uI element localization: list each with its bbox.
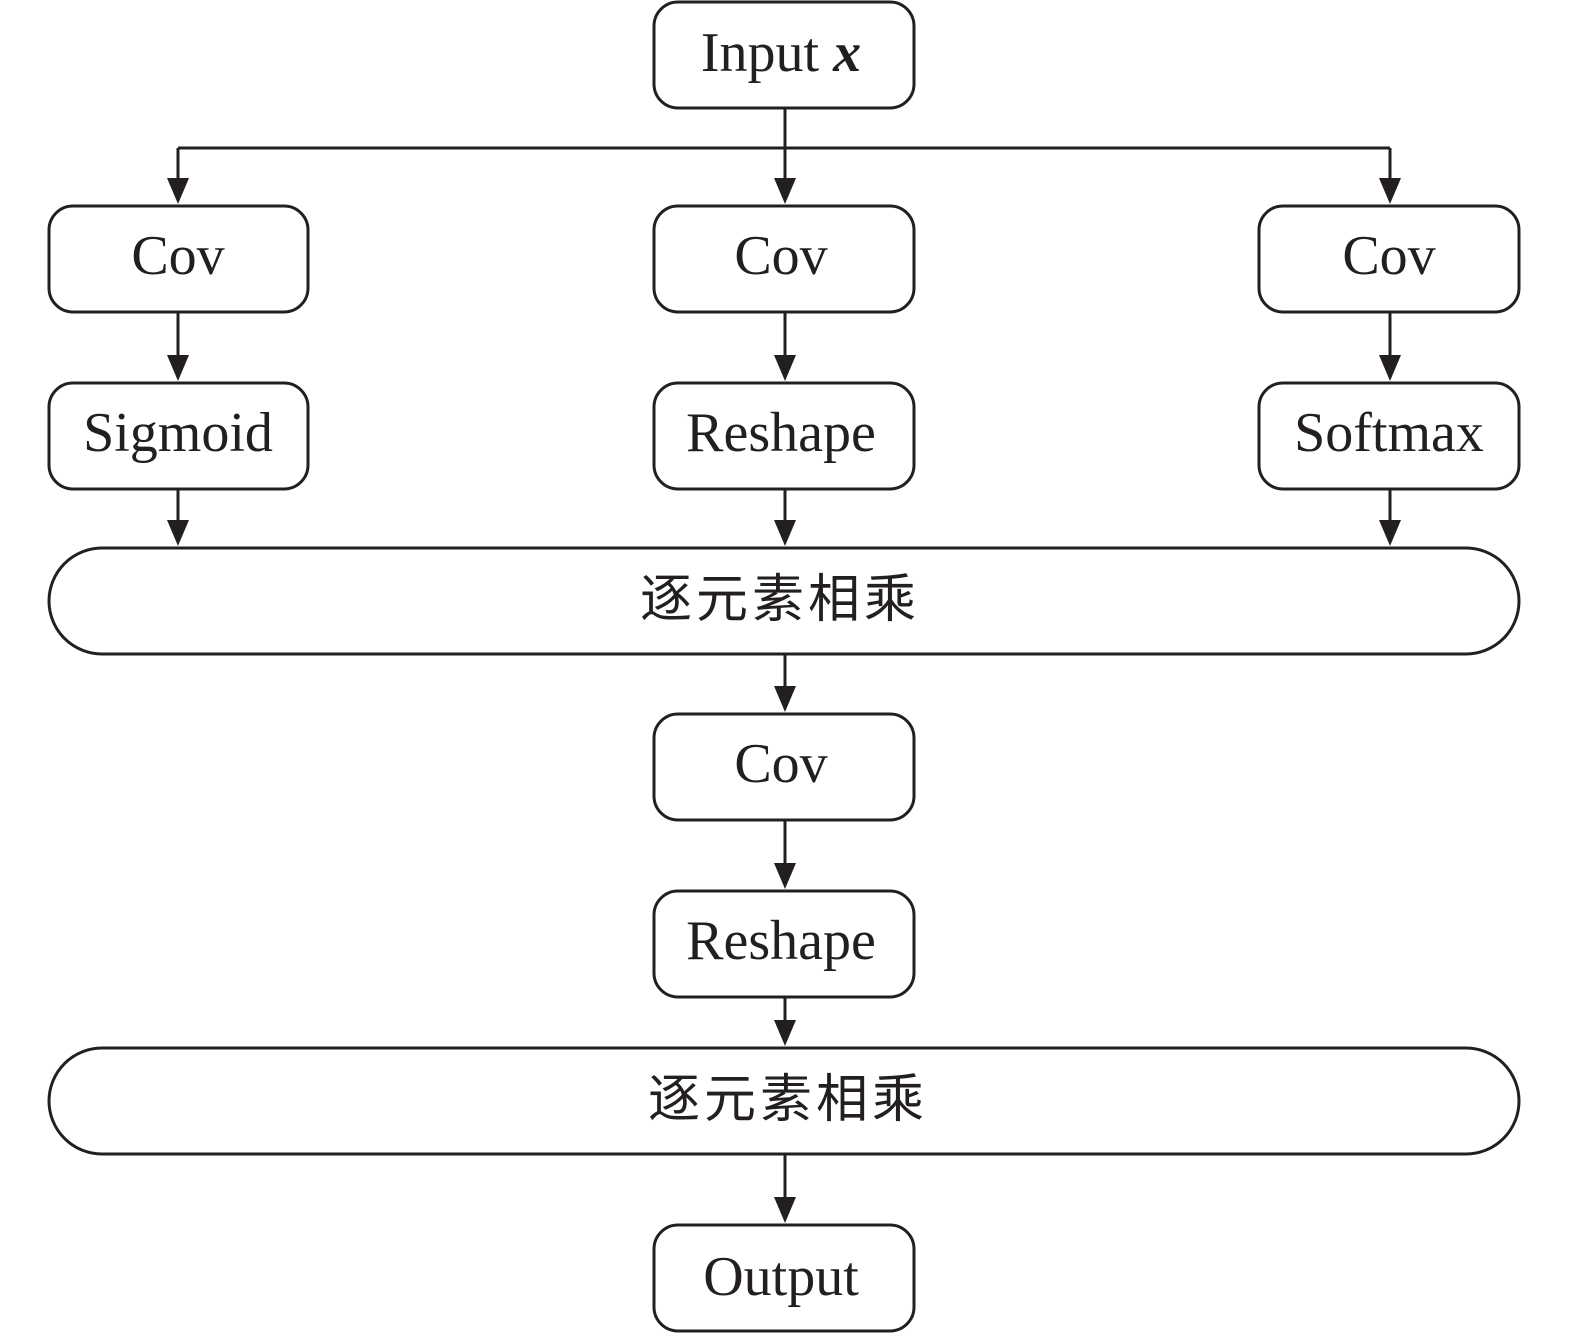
arrowhead bbox=[167, 520, 189, 546]
arrowhead bbox=[774, 1020, 796, 1046]
arrowhead bbox=[1379, 355, 1401, 381]
node-right-activation-label: Softmax bbox=[1294, 402, 1484, 464]
arrowhead bbox=[167, 355, 189, 381]
arrowhead bbox=[167, 178, 189, 204]
arrowhead bbox=[774, 1197, 796, 1223]
arrowhead bbox=[774, 355, 796, 381]
node-left-activation-label: Sigmoid bbox=[83, 402, 273, 464]
node-left-cov: Cov bbox=[47, 204, 310, 314]
node-right-cov-label: Cov bbox=[1342, 225, 1435, 287]
node-post-cov: Cov bbox=[652, 712, 916, 822]
node-output-label: Output bbox=[703, 1246, 859, 1308]
arrowhead bbox=[774, 863, 796, 889]
node-middle-cov-label: Cov bbox=[734, 225, 827, 287]
node-left-activation: Sigmoid bbox=[47, 381, 310, 491]
arrowhead bbox=[774, 520, 796, 546]
node-middle-activation-label: Reshape bbox=[686, 402, 876, 464]
edges bbox=[167, 108, 1401, 1223]
arrowhead bbox=[774, 178, 796, 204]
node-middle-cov: Cov bbox=[652, 204, 916, 314]
arrowhead bbox=[1379, 520, 1401, 546]
input-variable: x bbox=[832, 22, 861, 84]
node-multiply-1-label: 逐元素相乘 bbox=[640, 570, 920, 630]
node-middle-activation: Reshape bbox=[652, 381, 916, 491]
node-post-cov-label: Cov bbox=[734, 733, 827, 795]
arrowhead bbox=[774, 686, 796, 712]
arrowhead bbox=[1379, 178, 1401, 204]
node-post-reshape-label: Reshape bbox=[686, 910, 876, 972]
node-multiply-2: 逐元素相乘 bbox=[47, 1046, 1521, 1156]
node-input-label: Input x bbox=[701, 22, 861, 84]
node-right-activation: Softmax bbox=[1257, 381, 1521, 491]
node-multiply-2-label: 逐元素相乘 bbox=[648, 1070, 928, 1130]
node-left-cov-label: Cov bbox=[131, 225, 224, 287]
node-post-reshape: Reshape bbox=[652, 889, 916, 999]
node-right-cov: Cov bbox=[1257, 204, 1521, 314]
node-multiply-1: 逐元素相乘 bbox=[47, 546, 1521, 656]
node-input: Input x bbox=[652, 0, 916, 110]
node-output: Output bbox=[652, 1223, 916, 1333]
